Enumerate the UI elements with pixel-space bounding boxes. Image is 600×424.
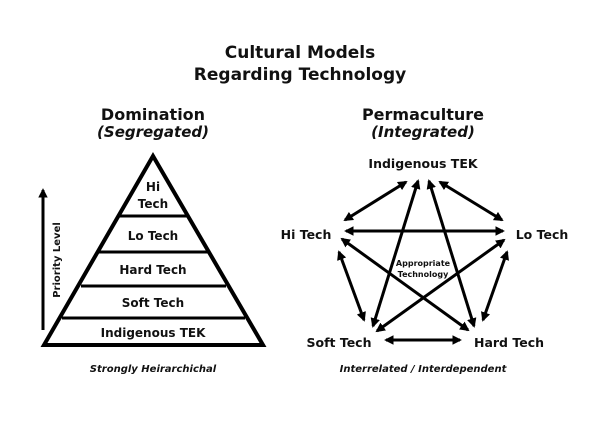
node-lo-tech: Lo Tech <box>516 227 569 242</box>
level-soft-tech: Soft Tech <box>122 296 184 310</box>
title-line-2: Regarding Technology <box>194 65 406 85</box>
center-label-line-1: Appropriate <box>396 259 451 268</box>
level-hi: Hi <box>146 180 160 194</box>
level-indigenous-tek: Indigenous TEK <box>101 326 206 340</box>
connection-arrows <box>337 179 509 345</box>
level-hard-tech: Hard Tech <box>119 263 186 277</box>
level-lo-tech: Lo Tech <box>128 229 178 243</box>
node-indigenous-tek: Indigenous TEK <box>368 156 478 171</box>
node-hard-tech: Hard Tech <box>474 335 544 350</box>
arrow-tek-hi <box>343 180 408 222</box>
arrow-lo-soft <box>375 238 506 333</box>
permaculture-subheading: (Integrated) <box>371 123 475 141</box>
center-label-line-2: Technology <box>398 270 449 279</box>
level-hi-tech: Tech <box>138 197 168 211</box>
permaculture-caption: Interrelated / Interdependent <box>340 364 508 375</box>
domination-caption: Strongly Heirarchichal <box>90 364 217 375</box>
domination-subheading: (Segregated) <box>97 123 209 141</box>
domination-heading: Domination <box>101 105 205 124</box>
pyramid <box>40 152 267 347</box>
arrow-tek-hard <box>426 179 477 328</box>
arrow-hi-hard <box>340 237 470 332</box>
arrow-tek-soft <box>370 179 421 328</box>
node-hi-tech: Hi Tech <box>281 227 332 242</box>
node-soft-tech: Soft Tech <box>306 335 371 350</box>
arrow-tek-lo <box>438 180 504 222</box>
priority-level-label: Priority Level <box>52 222 63 298</box>
arrow-hi-soft <box>337 250 366 322</box>
permaculture-heading: Permaculture <box>362 105 484 124</box>
title-line-1: Cultural Models <box>225 43 375 63</box>
arrow-lo-hard <box>481 250 509 322</box>
